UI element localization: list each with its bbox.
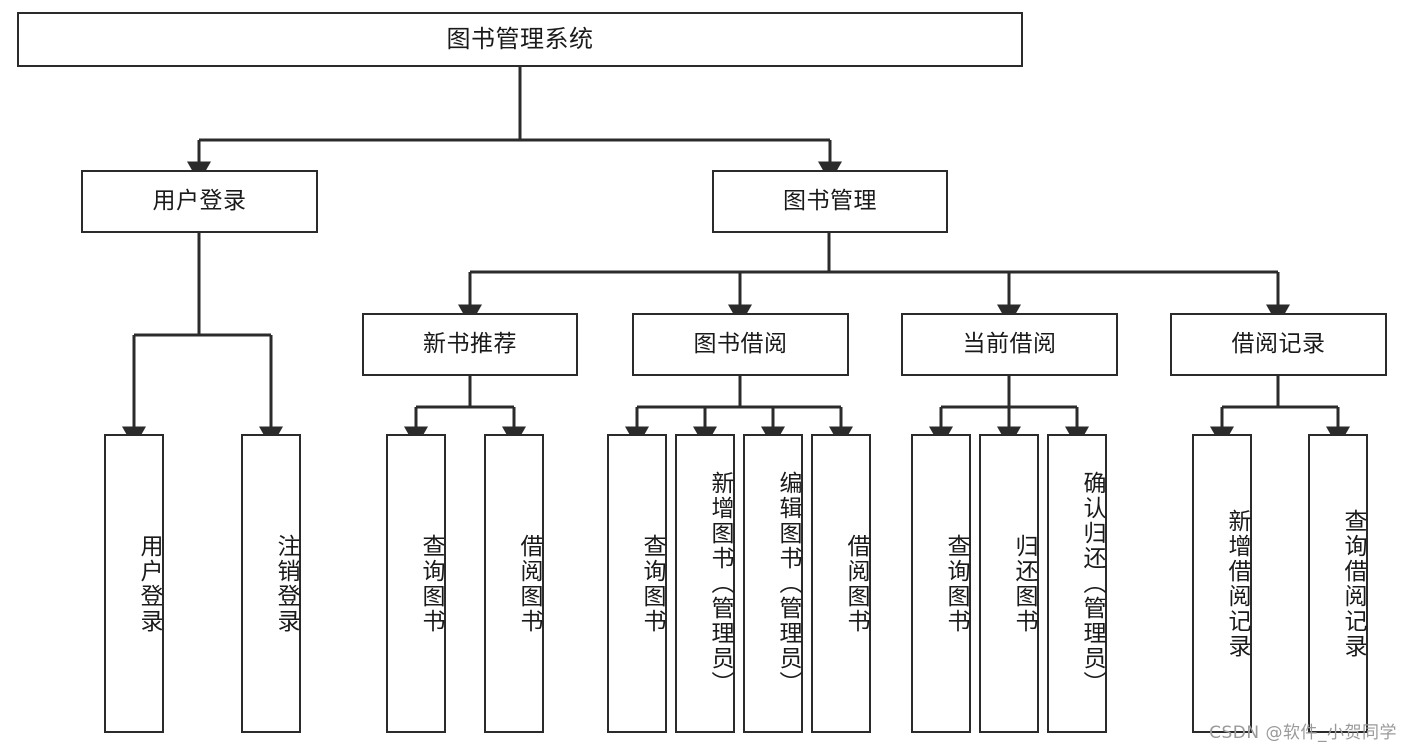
node-borrow-record[interactable]: 借阅记录 bbox=[1170, 313, 1387, 376]
node-label: 用户登录 bbox=[136, 533, 162, 634]
node-leaf-user-login[interactable]: 用户登录 bbox=[104, 434, 164, 733]
node-new-book-recommend[interactable]: 新书推荐 bbox=[362, 313, 578, 376]
node-label: 查询图书 bbox=[418, 533, 444, 634]
node-label: 编辑图书（管理员） bbox=[775, 471, 801, 696]
node-label: 图书管理系统 bbox=[446, 25, 594, 54]
node-user-login[interactable]: 用户登录 bbox=[81, 170, 318, 233]
node-leaf-add-book[interactable]: 新增图书（管理员） bbox=[675, 434, 735, 733]
node-leaf-query-book-3[interactable]: 查询图书 bbox=[911, 434, 971, 733]
node-label: 注销登录 bbox=[273, 533, 299, 634]
node-book-management[interactable]: 图书管理 bbox=[712, 170, 948, 233]
node-label: 图书借阅 bbox=[693, 330, 788, 357]
node-label: 确认归还（管理员） bbox=[1079, 471, 1105, 696]
node-label: 借阅记录 bbox=[1231, 330, 1326, 357]
node-label: 查询借阅记录 bbox=[1340, 508, 1366, 659]
node-leaf-query-book-2[interactable]: 查询图书 bbox=[607, 434, 667, 733]
node-label: 查询图书 bbox=[943, 533, 969, 634]
node-label: 用户登录 bbox=[152, 187, 247, 214]
node-label: 归还图书 bbox=[1011, 533, 1037, 634]
node-leaf-return-book[interactable]: 归还图书 bbox=[979, 434, 1039, 733]
node-label: 新增借阅记录 bbox=[1224, 508, 1250, 659]
node-book-borrow[interactable]: 图书借阅 bbox=[632, 313, 849, 376]
node-leaf-query-book-1[interactable]: 查询图书 bbox=[386, 434, 446, 733]
node-book-management-system[interactable]: 图书管理系统 bbox=[17, 12, 1023, 67]
node-label: 新书推荐 bbox=[423, 330, 517, 357]
node-leaf-confirm-return[interactable]: 确认归还（管理员） bbox=[1047, 434, 1107, 733]
node-leaf-add-record[interactable]: 新增借阅记录 bbox=[1192, 434, 1252, 733]
node-leaf-query-record[interactable]: 查询借阅记录 bbox=[1308, 434, 1368, 733]
node-label: 借阅图书 bbox=[516, 533, 542, 634]
node-leaf-edit-book[interactable]: 编辑图书（管理员） bbox=[743, 434, 803, 733]
node-label: 查询图书 bbox=[639, 533, 665, 634]
node-label: 借阅图书 bbox=[843, 533, 869, 634]
node-label: 当前借阅 bbox=[962, 330, 1057, 357]
node-current-borrow[interactable]: 当前借阅 bbox=[901, 313, 1118, 376]
node-leaf-borrow-book-1[interactable]: 借阅图书 bbox=[484, 434, 544, 733]
node-leaf-logout-login[interactable]: 注销登录 bbox=[241, 434, 301, 733]
csdn-watermark: CSDN @软件_小贺同学 bbox=[1209, 723, 1397, 743]
node-label: 新增图书（管理员） bbox=[707, 471, 733, 696]
node-leaf-borrow-book-2[interactable]: 借阅图书 bbox=[811, 434, 871, 733]
node-label: 图书管理 bbox=[783, 187, 877, 214]
